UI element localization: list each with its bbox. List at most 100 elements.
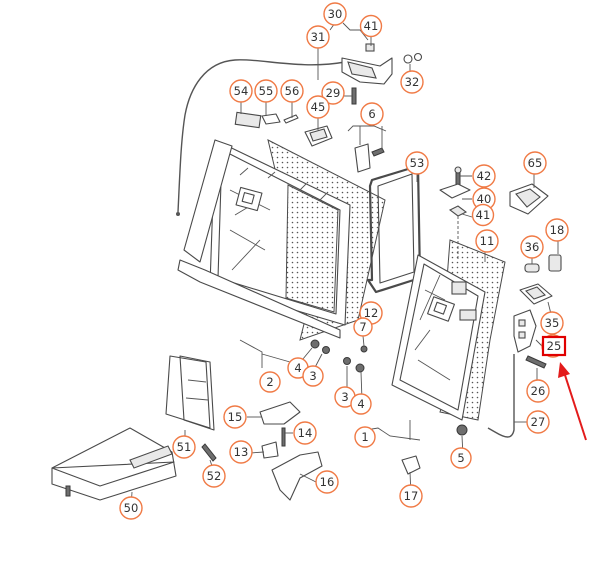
callout-54[interactable]: 54: [229, 79, 253, 103]
callout-17[interactable]: 17: [399, 484, 423, 508]
svg-text:17: 17: [404, 489, 419, 503]
callout-26[interactable]: 26: [526, 379, 550, 403]
part-25-lock: [513, 309, 537, 353]
part-52-screw: [201, 443, 217, 462]
callout-42[interactable]: 42: [472, 164, 496, 188]
svg-text:35: 35: [545, 316, 560, 330]
svg-text:25: 25: [547, 339, 562, 353]
callout-5[interactable]: 5: [450, 447, 472, 469]
callout-11[interactable]: 11: [475, 229, 499, 253]
highlight-arrow: [558, 362, 587, 441]
svg-text:52: 52: [207, 469, 222, 483]
callout-41-top[interactable]: 41: [359, 14, 383, 38]
svg-text:41: 41: [364, 19, 379, 33]
callout-3-left[interactable]: 3: [302, 365, 324, 387]
callout-52[interactable]: 52: [202, 464, 226, 488]
svg-text:3: 3: [309, 369, 316, 383]
callout-25[interactable]: 25: [541, 334, 567, 358]
part-5-bushing: [456, 424, 468, 436]
svg-text:2: 2: [266, 375, 273, 389]
callout-29[interactable]: 29: [321, 81, 345, 105]
callout-1[interactable]: 1: [354, 426, 376, 448]
part-18-button: [548, 254, 562, 272]
callout-2[interactable]: 2: [259, 371, 281, 393]
callout-35[interactable]: 35: [540, 311, 564, 335]
callout-40[interactable]: 40: [472, 187, 496, 211]
svg-text:15: 15: [228, 410, 243, 424]
callout-16[interactable]: 16: [315, 470, 339, 494]
part-54-bracket: [234, 111, 262, 129]
svg-text:7: 7: [359, 320, 366, 334]
part-4-nut-left: [310, 339, 320, 349]
svg-text:42: 42: [477, 169, 492, 183]
callout-6[interactable]: 6: [360, 102, 384, 126]
part-26-screw: [525, 355, 547, 369]
part-16-trim: [271, 451, 323, 501]
svg-text:1: 1: [361, 430, 368, 444]
svg-text:6: 6: [368, 107, 375, 121]
highlight-box: [541, 335, 567, 357]
part-13-bracket: [261, 441, 279, 459]
frame-wire-53: [366, 164, 422, 294]
part-27-cable: [487, 354, 515, 438]
part-3-nut-right: [343, 357, 351, 365]
part-14-screw: [281, 427, 286, 447]
svg-text:4: 4: [357, 397, 364, 411]
svg-text:54: 54: [234, 84, 249, 98]
svg-text:4: 4: [294, 361, 301, 375]
svg-text:11: 11: [480, 234, 495, 248]
part-36-pin: [524, 263, 540, 273]
callout-41-mid[interactable]: 41: [471, 203, 495, 227]
callouts: 30 41 31 32 54 55 56 29 45 6 53 42 40 41…: [119, 2, 569, 520]
svg-text:12: 12: [364, 306, 379, 320]
callout-27[interactable]: 27: [526, 410, 550, 434]
callout-53[interactable]: 53: [405, 151, 429, 175]
svg-text:3: 3: [341, 390, 348, 404]
callout-13[interactable]: 13: [229, 440, 253, 464]
callout-4-right[interactable]: 4: [350, 393, 372, 415]
part-29-screw: [351, 87, 357, 105]
svg-text:29: 29: [326, 86, 341, 100]
callout-18[interactable]: 18: [545, 218, 569, 242]
callout-15[interactable]: 15: [223, 405, 247, 429]
svg-text:27: 27: [531, 415, 546, 429]
callout-55[interactable]: 55: [254, 79, 278, 103]
callout-30[interactable]: 30: [323, 2, 347, 26]
svg-text:41: 41: [476, 208, 491, 222]
part-15-cover: [259, 401, 301, 425]
release-cable: [177, 59, 346, 213]
svg-text:16: 16: [320, 475, 335, 489]
callout-50[interactable]: 50: [119, 496, 143, 520]
svg-text:45: 45: [311, 100, 326, 114]
callout-36[interactable]: 36: [520, 235, 544, 259]
svg-text:13: 13: [234, 445, 249, 459]
callout-31[interactable]: 31: [306, 25, 330, 49]
callout-14[interactable]: 14: [293, 421, 317, 445]
callout-65[interactable]: 65: [523, 151, 547, 175]
svg-text:5: 5: [457, 451, 464, 465]
callout-56[interactable]: 56: [280, 79, 304, 103]
release-handle-assembly: [341, 43, 423, 85]
svg-text:18: 18: [550, 223, 565, 237]
callout-7[interactable]: 7: [353, 317, 373, 337]
callout-32[interactable]: 32: [400, 70, 424, 94]
svg-text:36: 36: [525, 240, 540, 254]
part-55-clip: [261, 113, 281, 125]
part-17-clip: [401, 455, 421, 475]
svg-text:51: 51: [177, 440, 192, 454]
part-51-seat-frame: [165, 355, 215, 431]
part-56-screw: [283, 114, 299, 124]
bolt-stack-42-40-41: [439, 166, 471, 260]
svg-text:56: 56: [285, 84, 300, 98]
svg-text:53: 53: [410, 156, 425, 170]
right-backrest-frame: [391, 239, 506, 421]
svg-text:14: 14: [298, 426, 313, 440]
part-50-armrest: [51, 427, 177, 501]
part-7-screw: [360, 345, 368, 353]
callout-45[interactable]: 45: [306, 95, 330, 119]
svg-text:32: 32: [405, 75, 420, 89]
svg-text:50: 50: [124, 501, 139, 515]
callout-51[interactable]: 51: [172, 435, 196, 459]
svg-text:26: 26: [531, 384, 546, 398]
